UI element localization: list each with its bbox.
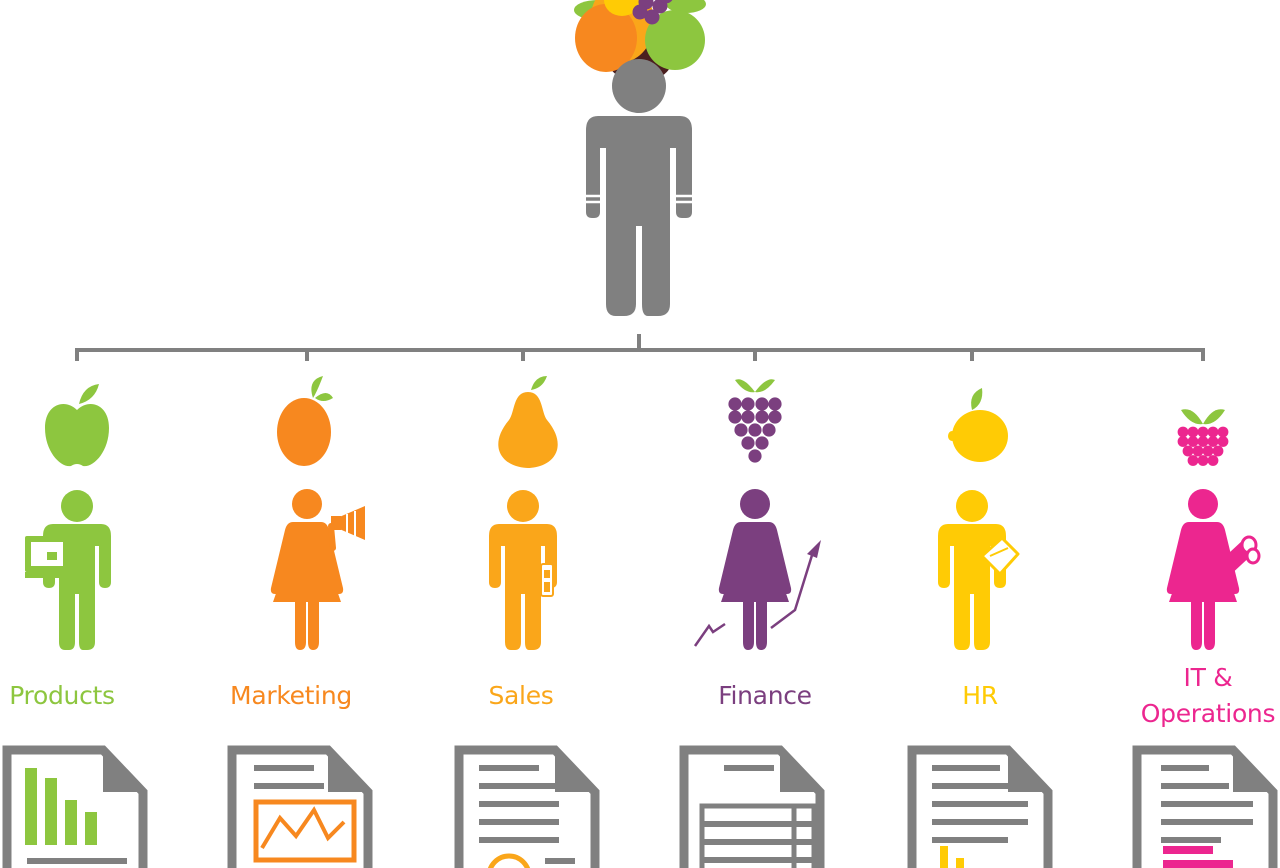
line-chart-document-icon: [227, 745, 373, 868]
person-woman-icon: [1166, 489, 1240, 650]
raspberry-icon: [1177, 409, 1229, 466]
person-woman-icon: [718, 489, 792, 650]
department-column: [907, 388, 1053, 868]
department-label: Finance: [718, 681, 812, 710]
orange-icon: [277, 376, 333, 466]
trend-arrow-icon: [693, 540, 821, 647]
badge-icon: [540, 563, 554, 597]
department-label: HR: [962, 681, 998, 710]
department-column: [679, 379, 825, 868]
laptop-icon: [25, 536, 69, 578]
department-column: [227, 376, 373, 868]
folder-icon: [980, 536, 1020, 576]
pear-icon: [498, 376, 558, 468]
org-connector-lines: [75, 334, 1205, 361]
department-column: [2, 384, 148, 868]
department-label: Marketing: [230, 681, 352, 710]
department-label: IT & Operations: [1140, 663, 1276, 728]
spreadsheet-document-icon: [679, 745, 825, 868]
blueprint-roll-icon: [1215, 535, 1261, 578]
list-document-icon: [1132, 745, 1278, 868]
report-document-icon: [907, 745, 1053, 868]
department-label: Sales: [488, 681, 554, 710]
apple-icon: [45, 384, 109, 467]
bar-chart-document-icon: [2, 745, 148, 868]
department-label: Products: [9, 681, 115, 710]
person-woman-icon: [270, 489, 344, 650]
megaphone-icon: [328, 506, 365, 551]
person-man-icon: [489, 490, 557, 650]
department-column: [1132, 409, 1278, 868]
grapes-icon: [728, 379, 782, 463]
department-column: [454, 376, 600, 868]
text-document-icon: [454, 745, 600, 868]
leader-figure-icon: [586, 59, 692, 316]
lemon-icon: [948, 388, 1008, 462]
